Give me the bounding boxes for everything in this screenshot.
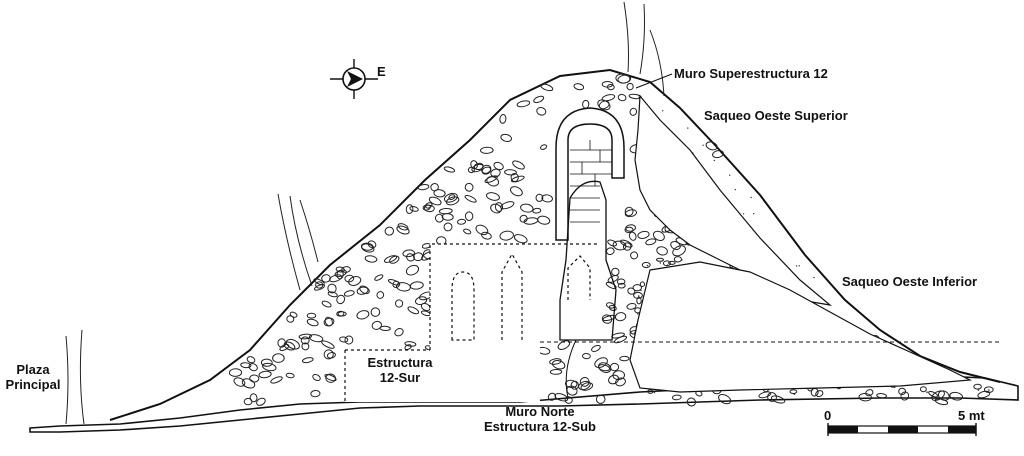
ground-line (29, 375, 1019, 433)
superestructura-vault (555, 107, 625, 241)
saqueo-inferior-trench (629, 261, 973, 393)
scale-end-label: 5 mt (958, 408, 985, 423)
mound-outline (109, 68, 1001, 421)
scale-bar (827, 423, 977, 436)
label-muro-norte-line-2: Estructura 12-Sub (484, 419, 596, 434)
label-saqueo-oeste-inferior: Saqueo Oeste Inferior (842, 274, 978, 289)
label-muro-norte-line-1: Muro Norte (505, 404, 575, 419)
scale-start-label: 0 (824, 408, 832, 423)
label-estructura-12-sur: Estructura 12-Sur (360, 355, 440, 385)
tree-top (623, 1, 665, 97)
label-plaza-principal: Plaza Principal (2, 362, 64, 392)
tree-left (65, 329, 85, 425)
niche-1 (451, 271, 475, 341)
muro-norte-shaft (559, 180, 617, 341)
label-muro-norte: Muro Norte Estructura 12-Sub (470, 404, 610, 434)
compass-icon (330, 59, 378, 99)
vault-brick-courses (570, 140, 612, 223)
label-estructura-line-2: 12-Sur (379, 370, 421, 385)
cut-dashed-outline (344, 243, 600, 402)
label-plaza-line-1: Plaza (16, 362, 50, 377)
leader-muro-norte (565, 339, 577, 399)
label-estructura-line-1: Estructura (367, 355, 433, 370)
leader-muro-super (635, 73, 673, 89)
label-muro-superestructura: Muro Superestructura 12 (674, 66, 828, 81)
tree-middle (277, 193, 319, 291)
label-saqueo-oeste-superior: Saqueo Oeste Superior (704, 108, 848, 123)
estructura-12-sur-cut (345, 244, 600, 402)
niche-3 (567, 255, 591, 300)
compass-direction-label: E (377, 64, 386, 79)
label-plaza-line-2: Principal (5, 377, 61, 392)
